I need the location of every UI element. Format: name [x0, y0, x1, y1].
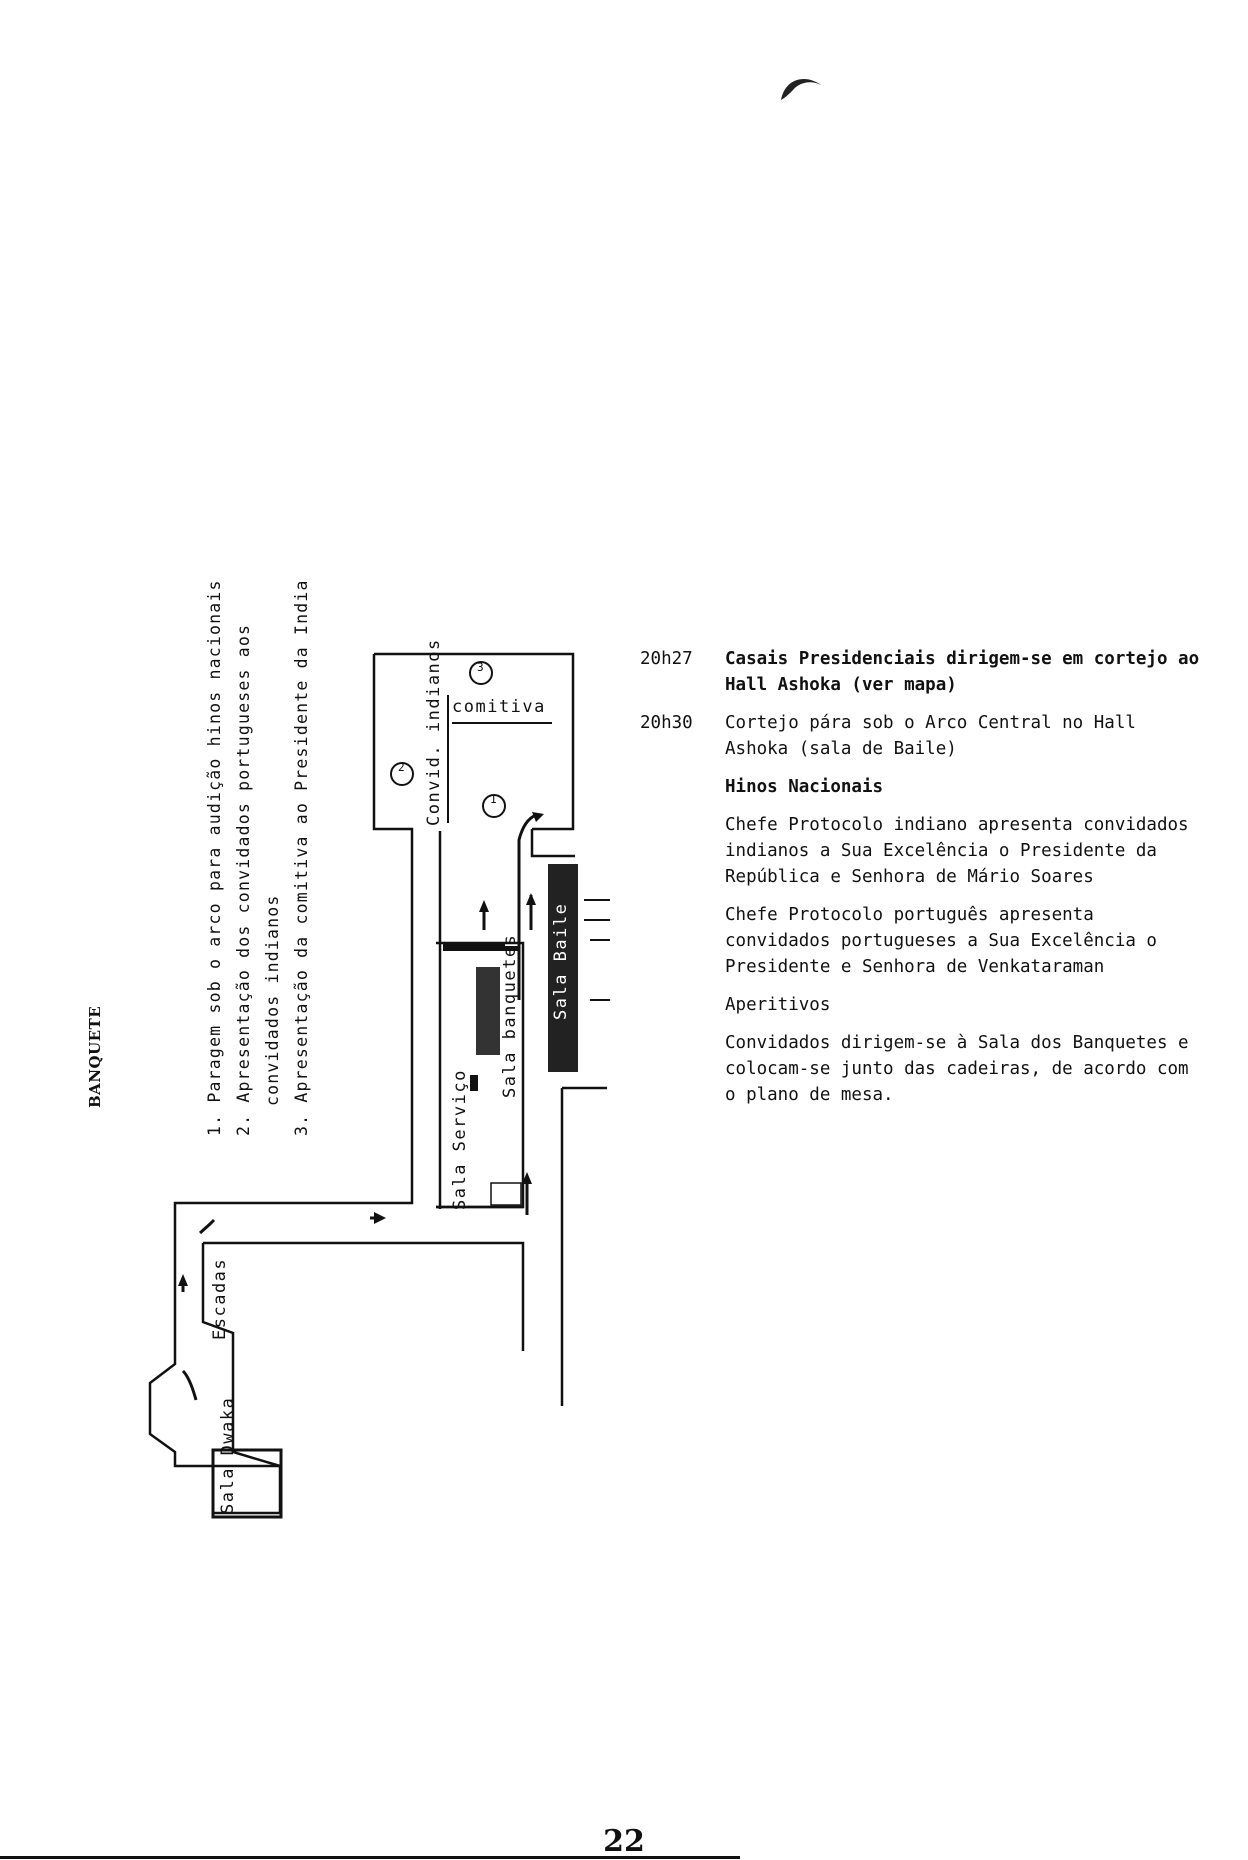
plan-label-sala-banquetes: Sala banquetes [500, 933, 520, 1098]
event-entry: 20h27 Casais Presidenciais dirigem-se em … [640, 646, 1200, 698]
event-body: Cortejo pára sob o Arco Central no Hall … [725, 710, 1200, 1108]
event-entry: 20h30 Cortejo pára sob o Arco Central no … [640, 710, 1200, 1108]
scan-blot [781, 78, 825, 100]
event-paragraph: Aperitivos [725, 995, 831, 1015]
event-paragraph: Cortejo pára sob o Arco Central no Hall … [725, 713, 1136, 759]
sala-dwaka-box [211, 1448, 283, 1519]
plan-marker-2: 2 [398, 761, 406, 775]
plan-label-sala-servico: Sala Serviço [450, 1069, 470, 1210]
corridor-marks-2 [493, 946, 519, 951]
plan-marker-3: 3 [477, 661, 485, 675]
wall-right-outer [530, 829, 575, 858]
wall-hall-outline [374, 652, 575, 831]
event-body: Casais Presidenciais dirigem-se em corte… [725, 646, 1200, 698]
sala-baile-lines [584, 899, 610, 1001]
event-paragraph: Hinos Nacionais [725, 777, 884, 797]
lift-box [490, 1182, 522, 1206]
banquet-table [476, 967, 500, 1055]
plan-label-sala-dwaka: Sala Dwaka [218, 1396, 238, 1514]
banquet-mark [470, 1075, 478, 1091]
plan-marker-1: 1 [490, 793, 498, 807]
marker-3-circle [469, 661, 493, 685]
event-paragraph: Chefe Protocolo indiano apresenta convid… [725, 815, 1189, 887]
plan-label-convid-indianos: Convid. indianos [424, 638, 444, 826]
plan-label-comitiva: comitiva [452, 697, 546, 717]
bottom-rule [0, 1856, 740, 1859]
event-paragraph: Casais Presidenciais dirigem-se em corte… [725, 649, 1200, 695]
event-time: 20h30 [640, 713, 693, 733]
page-number: 22 [603, 1824, 645, 1859]
event-paragraph: Convidados dirigem-se à Sala dos Banquet… [725, 1033, 1189, 1105]
marker-2-circle [390, 762, 414, 786]
route-arrows [181, 813, 537, 1401]
corridor-marks [443, 942, 505, 951]
plan-label-escadas: Escadas [210, 1257, 230, 1340]
event-time: 20h27 [640, 649, 693, 669]
sala-baile-block [548, 864, 578, 1072]
event-schedule: 20h27 Casais Presidenciais dirigem-se em … [640, 646, 1200, 1120]
plan-label-sala-baile: Sala Baile [551, 902, 571, 1020]
event-paragraph: Chefe Protocolo português apresenta conv… [725, 905, 1157, 977]
wall-inner-corridor [203, 1241, 525, 1351]
wall-stairs [201, 1243, 281, 1468]
marker-1-circle [482, 794, 506, 818]
